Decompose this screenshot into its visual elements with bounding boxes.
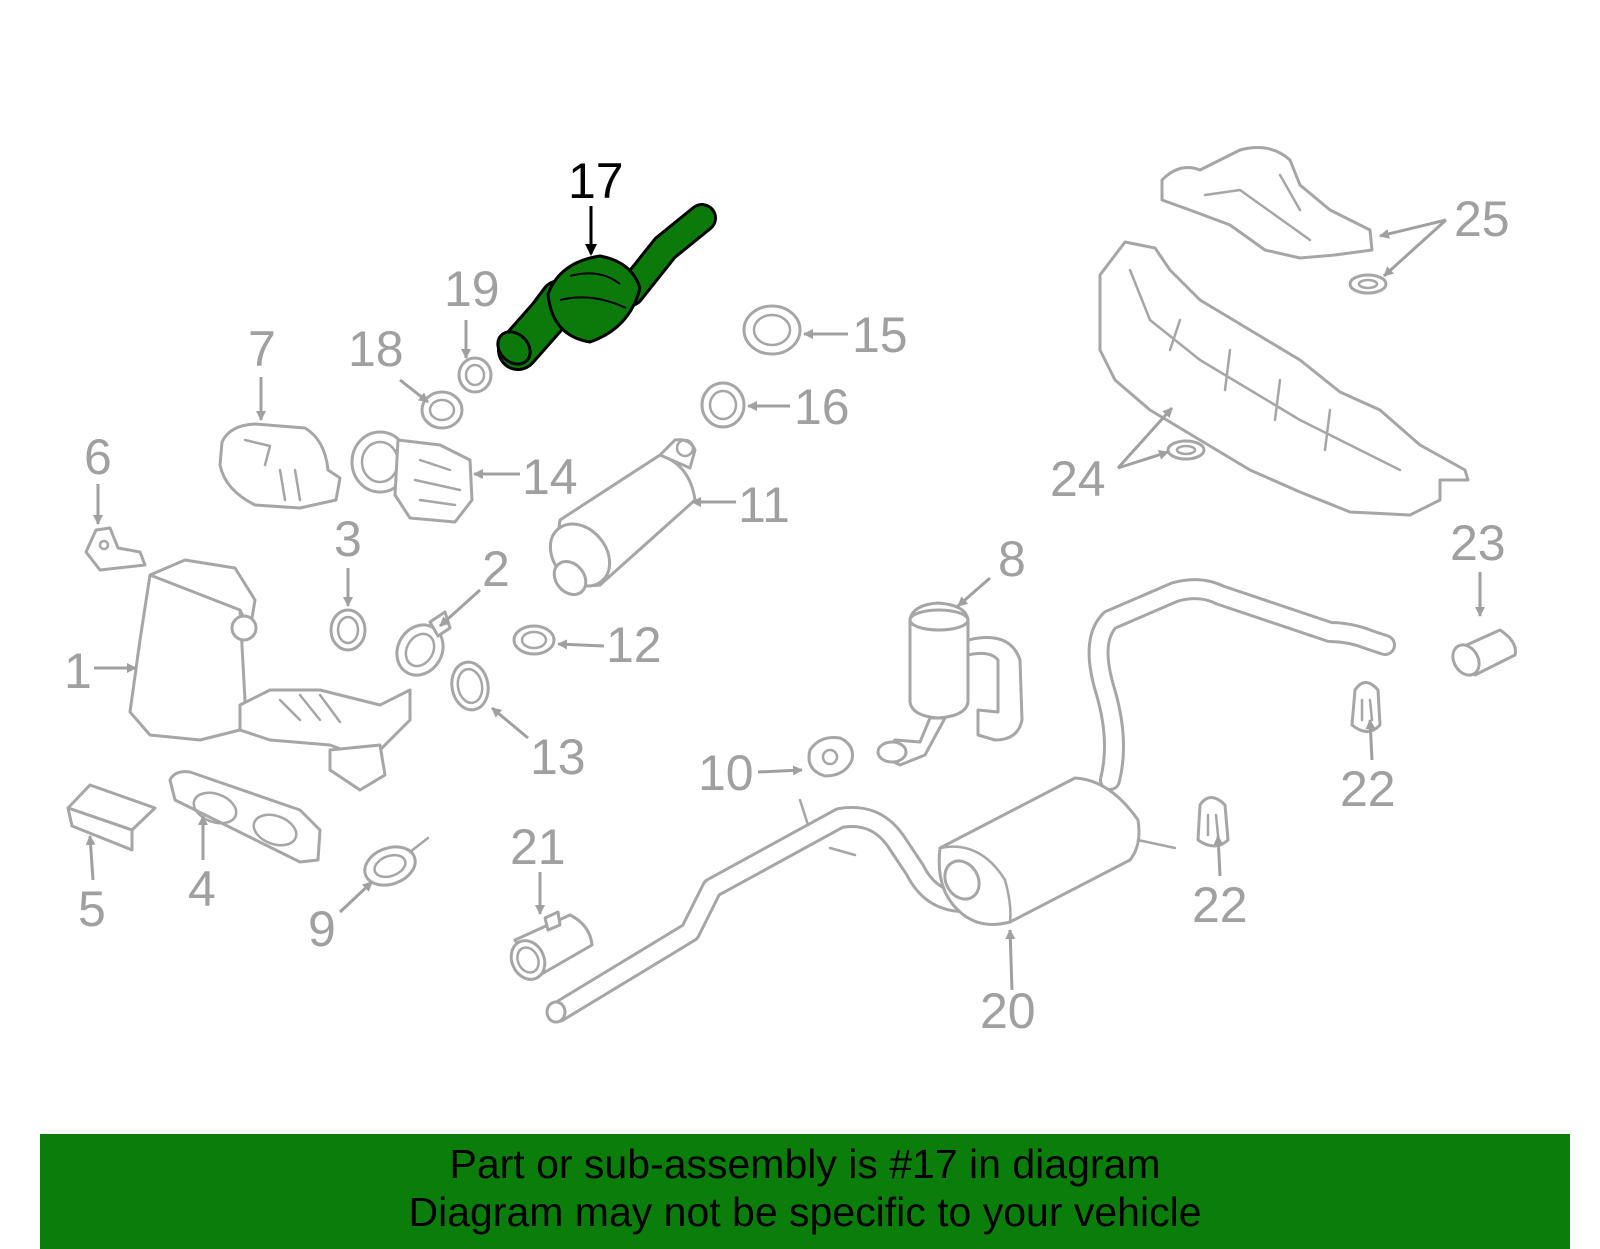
part-20-muffler-pipe[interactable]	[545, 578, 1396, 1024]
label-6: 6	[84, 429, 112, 485]
label-24: 24	[1050, 451, 1106, 507]
footer-banner: Part or sub-assembly is #17 in diagram D…	[40, 1134, 1570, 1249]
part-4-manifold-gasket[interactable]	[168, 770, 322, 864]
part-24-heat-shield[interactable]	[1098, 240, 1470, 517]
part-15-clamp[interactable]	[742, 304, 802, 356]
label-18: 18	[348, 321, 404, 377]
part-6-bracket[interactable]	[84, 526, 147, 572]
footer-line-2: Diagram may not be specific to your vehi…	[408, 1189, 1202, 1235]
label-22-upper: 22	[1340, 761, 1396, 817]
part-5-bracket[interactable]	[66, 783, 157, 852]
part-11-canister[interactable]	[538, 438, 697, 601]
washer-25[interactable]	[1348, 273, 1388, 295]
part-8-resonator[interactable]	[876, 601, 1024, 767]
part-14-valve[interactable]	[350, 430, 474, 524]
part-10-flange[interactable]	[807, 736, 854, 778]
label-21: 21	[510, 819, 566, 875]
label-8: 8	[998, 531, 1026, 587]
part-16-gasket[interactable]	[700, 381, 746, 429]
part-25-heat-shield[interactable]	[1160, 146, 1374, 260]
part-9-clamp[interactable]	[359, 836, 430, 892]
part-21-connector[interactable]	[505, 910, 594, 985]
part-22-hanger-lower[interactable]	[1196, 796, 1230, 848]
washer-24[interactable]	[1166, 439, 1206, 461]
part-22-hanger-upper[interactable]	[1350, 681, 1382, 733]
part-number-labels: 17 1 2 3 4 5 6 7 8 9 10 11 12 13 14 15 1…	[64, 153, 1510, 1039]
label-16: 16	[794, 379, 850, 435]
label-3: 3	[334, 511, 362, 567]
part-2-clamp[interactable]	[388, 610, 452, 684]
label-7: 7	[248, 321, 276, 377]
part-18-clamp[interactable]	[420, 390, 464, 430]
part-1-manifold-converter[interactable]	[128, 558, 412, 792]
label-25: 25	[1454, 191, 1510, 247]
label-19: 19	[444, 261, 500, 317]
label-22-lower: 22	[1192, 877, 1248, 933]
part-17-catalytic-pipe[interactable]	[491, 203, 717, 371]
label-12: 12	[606, 617, 662, 673]
part-7-heat-shield[interactable]	[218, 422, 342, 510]
leader-arrows	[85, 206, 1485, 991]
label-13: 13	[530, 729, 586, 785]
label-10: 10	[698, 745, 754, 801]
part-19-ring[interactable]	[457, 356, 493, 394]
label-2: 2	[482, 541, 510, 597]
part-23-tailpipe-tip[interactable]	[1448, 628, 1517, 680]
exhaust-parts-diagram: 17 1 2 3 4 5 6 7 8 9 10 11 12 13 14 15 1…	[64, 146, 1517, 1039]
label-9: 9	[308, 901, 336, 957]
part-13-gasket-ring[interactable]	[448, 659, 492, 713]
label-14: 14	[522, 449, 578, 505]
footer-line-1: Part or sub-assembly is #17 in diagram	[449, 1141, 1161, 1187]
label-23: 23	[1450, 515, 1506, 571]
label-20: 20	[980, 983, 1036, 1039]
label-15: 15	[852, 307, 908, 363]
part-12-clamp[interactable]	[512, 624, 556, 656]
label-11: 11	[738, 477, 790, 533]
label-17: 17	[568, 153, 624, 209]
label-5: 5	[78, 881, 106, 937]
label-4: 4	[188, 861, 216, 917]
label-1: 1	[64, 643, 92, 699]
part-3-gasket-ring[interactable]	[329, 608, 367, 652]
